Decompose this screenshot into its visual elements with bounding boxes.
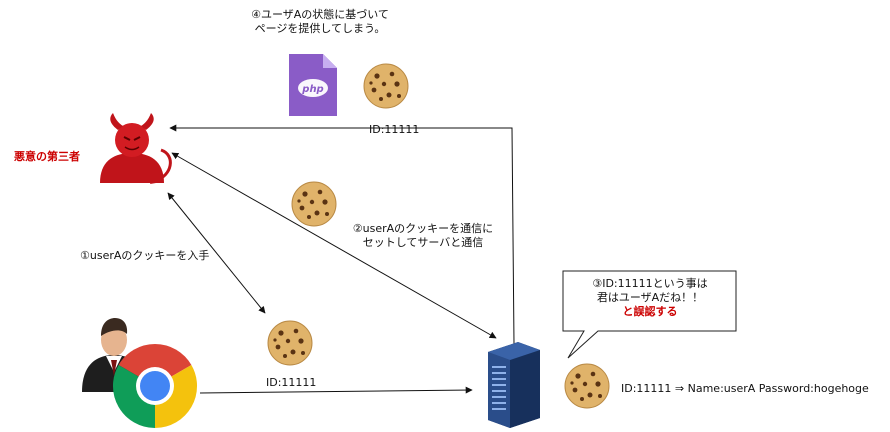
- chrome-icon: [112, 343, 198, 428]
- step4-line2: ページを提供してしまう。: [254, 22, 386, 35]
- attacker-label: 悪意の第三者: [14, 150, 80, 163]
- cookie-id-top: ID:11111: [369, 123, 420, 136]
- step2-line1: ②userAのクッキーを通信に: [352, 222, 494, 235]
- cookie-id-bottom: ID:11111: [266, 376, 317, 389]
- cookie-icon: [267, 320, 313, 366]
- step4-note: ④ユーザAの状態に基づいて ページを提供してしまう。: [240, 8, 400, 36]
- server-id-mapping: ID:11111 ⇒ Name:userA Password:hogehoge: [621, 382, 869, 395]
- server-icon: [488, 342, 540, 428]
- devil-icon: [100, 113, 172, 184]
- arrow-attacker-server: [171, 152, 497, 339]
- speech-bubble: [562, 270, 737, 359]
- arrow-server-to-attacker: [169, 124, 515, 345]
- step1-note: ①userAのクッキーを入手: [80, 249, 210, 262]
- php-file-icon: php: [289, 54, 337, 116]
- arrow-user-attacker: [167, 192, 266, 314]
- cookie-icon: [363, 63, 409, 109]
- arrow-user-to-server: [199, 386, 473, 394]
- step3-line1: ③ID:11111という事は: [592, 277, 708, 290]
- step2-line2: セットしてサーバと通信: [362, 236, 484, 249]
- step3-note: ③ID:11111という事は 君はユーザAだね！！ と誤認する: [566, 277, 734, 319]
- step2-note: ②userAのクッキーを通信に セットしてサーバと通信: [338, 222, 508, 250]
- step3-line2: 君はユーザAだね！！: [596, 291, 704, 304]
- php-icon-text: php: [301, 84, 323, 95]
- step4-line1: ④ユーザAの状態に基づいて: [251, 8, 389, 21]
- cookie-icon: [564, 363, 610, 409]
- step3-line3: と誤認する: [622, 305, 678, 318]
- cookie-icon: [291, 181, 337, 227]
